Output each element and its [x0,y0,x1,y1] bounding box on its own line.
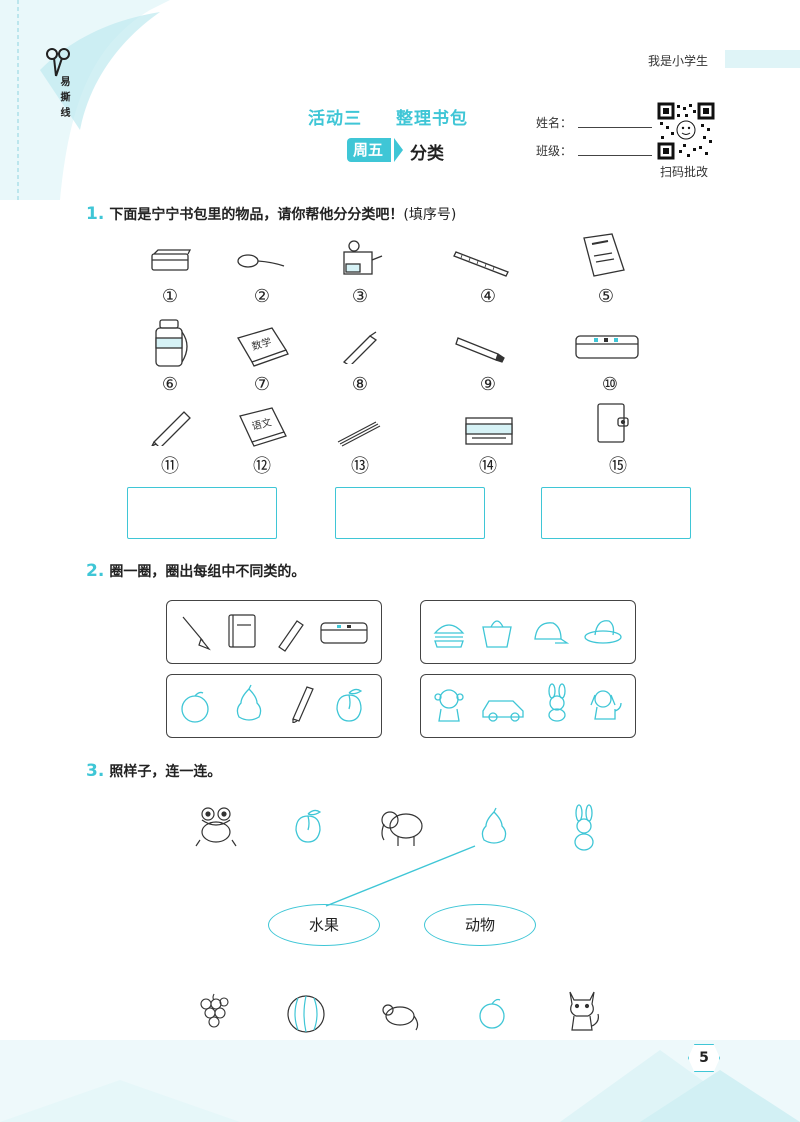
scissors-icon [46,48,70,77]
page-title: 活动三 整理书包 [308,104,468,129]
svg-text:语文: 语文 [250,415,273,432]
title-topic: 整理书包 [396,109,468,129]
rabbit-icon [548,683,566,722]
question-3-heading: 3. 照样子，连一连。 [86,761,221,781]
math-book-icon: 数学 [237,327,289,367]
qr-caption: 扫码批改 [660,165,709,179]
bag-icon [482,620,512,648]
corner-decoration [0,0,170,200]
chinese-book-icon: 语文 [239,407,287,447]
class-label: 班级： [536,144,573,158]
item-label: ⑬ [351,456,369,477]
hat-icon [584,620,622,644]
group-box-1[interactable] [166,600,382,664]
peach-icon [336,688,363,722]
item-label: ⑧ [351,374,369,395]
item-label: ① [161,286,179,307]
header-band [725,50,800,68]
spoon-icon [237,254,285,268]
dog-icon [590,690,622,720]
category-animal[interactable]: 动物 [424,904,536,946]
watermelon-icon [287,995,325,1033]
item-label: ③ [351,286,369,307]
elephant-icon [381,811,423,846]
question-number: 1. [86,204,105,224]
pear-icon [236,684,262,721]
mouse-icon [382,1004,419,1031]
name-field[interactable] [578,127,652,128]
cat-icon [569,991,599,1031]
svg-text:数学: 数学 [250,335,273,353]
crayon-box-icon [465,417,513,445]
class-field[interactable] [578,155,652,156]
pencil-icon [151,411,191,446]
tear-line-label: 易 撕 线 [58,76,69,118]
grapes-icon [200,993,229,1028]
marker-icon [455,337,505,363]
header-tag: 我是小学生 [648,54,709,68]
cap-icon [534,622,569,644]
group-box-2[interactable] [420,600,636,664]
question-text: 照样子，连一连。 [109,764,222,780]
item-label: ② [253,286,271,307]
item-label: ⑨ [479,374,497,395]
frog-icon [195,807,237,847]
question-number: 3. [86,761,105,781]
qr-code-icon[interactable] [657,102,715,160]
pencil-sharpener-icon [343,240,383,275]
exercise-book-icon [583,233,625,277]
ruler-icon [453,251,509,277]
answer-box-2[interactable] [335,487,485,539]
question-2-heading: 2. 圈一圈，圈出每组中不同类的。 [86,561,305,581]
peach-icon [295,809,322,843]
question-note: (填序号) [403,207,457,223]
pen-nib-icon [182,616,211,651]
bottom-decoration [0,1040,800,1122]
question-1-heading: 1. 下面是宁宁书包里的物品，请你帮他分分类吧！(填序号) [86,204,456,224]
title-activity: 活动三 [308,109,362,129]
question-number: 2. [86,561,105,581]
item-label: ⑪ [161,456,179,477]
day-badge-arrow [394,138,403,162]
notebook-icon [228,614,256,648]
name-label: 姓名： [536,116,573,130]
day-badge: 周五 [347,138,392,162]
connecting-line [325,845,476,907]
item-label: ⑥ [161,374,179,395]
item-label: ⑭ [479,456,497,477]
rabbit-icon [574,804,594,851]
question-text: 圈一圈，圈出每组中不同类的。 [109,564,306,580]
refill-lead-icon [337,421,381,447]
question-text: 下面是宁宁书包里的物品，请你帮他分分类吧！ [109,207,404,223]
item-label: ⑦ [253,374,271,395]
eraser-icon [151,249,192,271]
answer-box-3[interactable] [541,487,691,539]
item-label: ⑫ [253,456,271,477]
water-bottle-icon [155,319,188,367]
marker-icon [278,620,304,652]
wallet-icon [597,403,629,443]
item-label: ⑮ [609,456,627,477]
burger-icon [433,624,465,648]
orange-icon [181,691,209,723]
item-label: ⑩ [601,374,619,395]
answer-box-1[interactable] [127,487,277,539]
pen-icon [342,331,378,364]
item-label: ⑤ [597,286,615,307]
item-label: ④ [479,286,497,307]
page-subtitle: 分类 [410,144,444,164]
monkey-icon [434,689,464,722]
pencil-case-icon [575,335,639,359]
pencil-case-icon [320,622,368,644]
page-number: 5 [688,1044,720,1072]
group-box-4[interactable] [420,674,636,738]
category-fruit[interactable]: 水果 [268,904,380,946]
pencil-icon [292,686,314,723]
group-box-3[interactable] [166,674,382,738]
car-icon [482,700,524,722]
pear-icon [481,807,507,844]
orange-icon [479,998,505,1029]
